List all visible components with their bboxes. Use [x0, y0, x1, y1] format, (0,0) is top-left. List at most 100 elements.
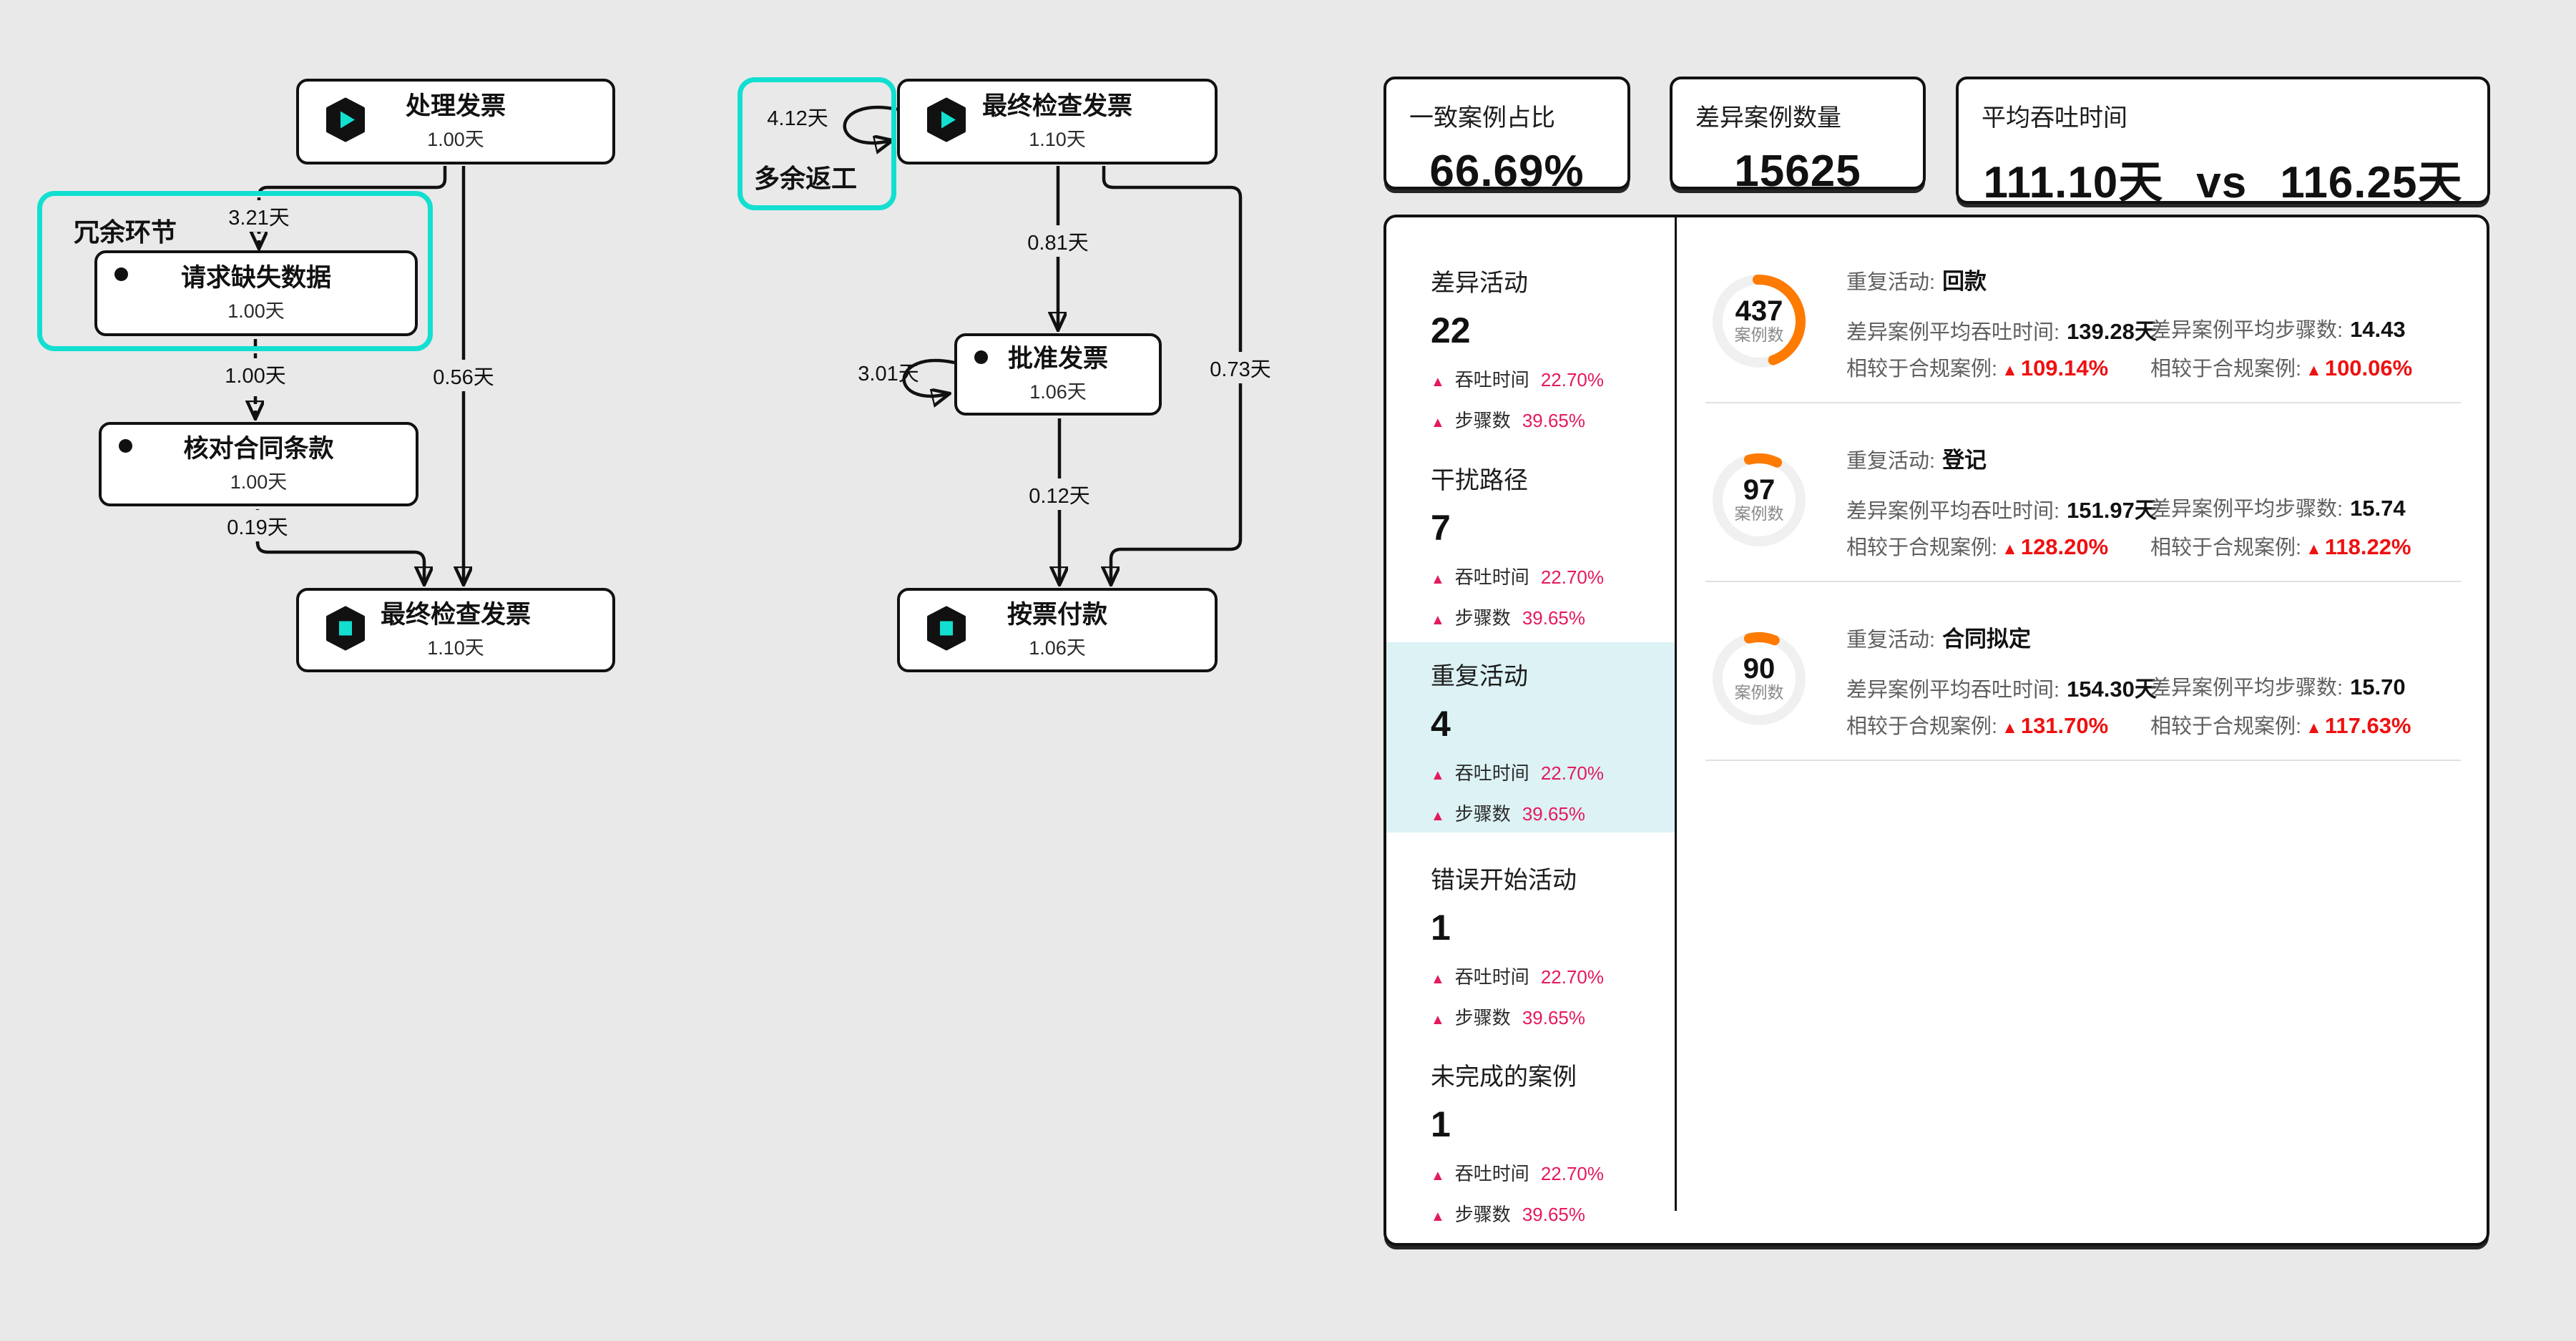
- metric-value: 39.65%: [1522, 410, 1585, 431]
- throughput-value: 151.97天: [2067, 498, 2157, 523]
- highlight-group-redundant-step[interactable]: 冗余环节: [37, 191, 433, 351]
- up-triangle-icon: ▲: [1431, 808, 1445, 824]
- compare-label: 相较于合规案例:: [2150, 536, 2302, 559]
- compare-value: 117.63%: [2324, 713, 2411, 738]
- compare-value: 131.70%: [2020, 713, 2109, 738]
- metric-name: 步骤数: [1454, 803, 1511, 825]
- up-triangle-icon: ▲: [2002, 718, 2018, 737]
- node-title: 核对合同条款: [183, 434, 334, 463]
- compare-label: 相较于合规案例:: [1846, 358, 1998, 380]
- node-final-check-invoice-1[interactable]: 最终检查发票 1.10天: [296, 588, 615, 672]
- metric-value: 39.65%: [1522, 607, 1585, 629]
- steps-value: 14.43: [2350, 317, 2406, 342]
- start-icon: [926, 97, 967, 146]
- highlight-group-extra-rework[interactable]: 多余返工: [738, 77, 896, 210]
- compare-label: 相较于合规案例:: [2150, 715, 2302, 738]
- up-triangle-icon: ▲: [1431, 612, 1445, 628]
- up-triangle-icon: ▲: [2306, 718, 2322, 737]
- activity-name: 合同拟定: [1942, 627, 2032, 652]
- node-check-contract-terms[interactable]: 核对合同条款 1.00天: [99, 422, 418, 506]
- edge-check-to-final-solid: [255, 541, 424, 582]
- case-count-donut: 90 案例数: [1705, 625, 1813, 732]
- activity-name: 回款: [1942, 269, 1987, 294]
- up-triangle-icon: ▲: [1431, 415, 1445, 431]
- up-triangle-icon: ▲: [1431, 374, 1445, 390]
- sidebar-item-value: 7: [1431, 508, 1451, 548]
- node-title: 请求缺失数据: [180, 263, 331, 292]
- deviation-card-huikuan[interactable]: 437 案例数 重复活动:回款 差异案例平均吞吐时间:139.28天 差异案例平…: [1677, 223, 2487, 402]
- node-duration: 1.00天: [227, 300, 285, 322]
- compare-label: 相较于合规案例:: [2150, 358, 2302, 380]
- node-duration: 1.00天: [230, 471, 288, 493]
- deviation-card-dengji[interactable]: 97 案例数 重复活动:登记 差异案例平均吞吐时间:151.97天 差异案例平均…: [1677, 402, 2487, 581]
- metric-value: 22.70%: [1540, 762, 1604, 784]
- deviation-cards-region: 437 案例数 重复活动: 回款 差异案例平均吞吐时间: 139.28天 差异案例平…: [1677, 217, 2487, 1243]
- up-triangle-icon: ▲: [1431, 971, 1445, 987]
- kpi-vs-text: vs: [2196, 158, 2248, 207]
- edge-label: 0.12天: [1023, 478, 1096, 510]
- node-pay-by-ticket[interactable]: 按票付款 1.06天: [897, 588, 1218, 672]
- metric-name: 步骤数: [1454, 1204, 1511, 1225]
- group-label: 冗余环节: [74, 217, 177, 247]
- node-process-invoice[interactable]: 处理发票 1.00天: [296, 79, 615, 164]
- kpi-label: 一致案例占比: [1409, 104, 1555, 132]
- metric-value: 22.70%: [1540, 566, 1604, 588]
- donut-count-label: 案例数: [1735, 683, 1784, 702]
- self-loop-label: 3.01天: [858, 363, 919, 385]
- activity-prefix: 重复活动:: [1846, 450, 1936, 473]
- up-triangle-icon: ▲: [2306, 360, 2322, 379]
- steps-value: 15.74: [2350, 496, 2406, 521]
- node-duration: 1.06天: [1029, 381, 1087, 403]
- kpi-value-left: 111.10天: [1983, 158, 2164, 207]
- metric-value: 39.65%: [1522, 1204, 1585, 1225]
- metric-name: 步骤数: [1454, 607, 1511, 629]
- kpi-deviating-cases: 差异案例数量 15625: [1670, 77, 1926, 196]
- activity-name: 登记: [1942, 448, 1987, 473]
- sidebar-item-label: 重复活动: [1431, 663, 1528, 690]
- panel-divider: [1675, 217, 1677, 1211]
- kpi-label: 平均吞吐时间: [1982, 104, 2127, 132]
- kpi-value: 66.69%: [1429, 147, 1585, 196]
- donut-count-label: 案例数: [1735, 504, 1784, 523]
- throughput-label: 差异案例平均吞吐时间:: [1846, 679, 2060, 702]
- edge-label: 1.00天: [219, 358, 292, 390]
- card-divider: [1705, 760, 2461, 761]
- up-triangle-icon: ▲: [1431, 571, 1445, 587]
- case-count-donut: 437 案例数: [1705, 267, 1813, 375]
- kpi-conformant-share: 一致案例占比 66.69%: [1384, 77, 1630, 196]
- case-count-donut: 97 案例数: [1705, 446, 1813, 554]
- donut-count-label: 案例数: [1735, 325, 1784, 344]
- node-title: 批准发票: [1007, 345, 1108, 373]
- node-title: 最终检查发票: [981, 92, 1132, 120]
- node-final-check-invoice-2[interactable]: 最终检查发票 1.10天: [897, 79, 1218, 164]
- deviation-card-hetongnidng[interactable]: 90 案例数 重复活动:合同拟定 差异案例平均吞吐时间:154.30天 差异案例…: [1677, 581, 2487, 760]
- steps-value: 15.70: [2350, 674, 2406, 699]
- kpi-label: 差异案例数量: [1695, 104, 1841, 132]
- deviation-dot-icon: [119, 439, 132, 453]
- throughput-value: 139.28天: [2067, 319, 2157, 344]
- up-triangle-icon: ▲: [1431, 1168, 1445, 1184]
- node-title: 按票付款: [1007, 600, 1107, 629]
- up-triangle-icon: ▲: [2306, 539, 2322, 558]
- node-approve-invoice[interactable]: 批准发票 1.06天: [954, 333, 1162, 416]
- sidebar-item-value: 4: [1431, 704, 1451, 744]
- deviation-dot-icon: [974, 350, 988, 364]
- metric-name: 步骤数: [1454, 410, 1511, 431]
- node-duration: 1.10天: [427, 637, 484, 659]
- up-triangle-icon: ▲: [2002, 539, 2018, 558]
- node-duration: 1.06天: [1029, 637, 1086, 659]
- sidebar-item-label: 错误开始活动: [1431, 867, 1577, 894]
- compare-value: 109.14%: [2020, 355, 2109, 380]
- metric-name: 吞吐时间: [1454, 966, 1529, 988]
- node-duration: 1.10天: [1029, 128, 1086, 150]
- steps-label: 差异案例平均步骤数:: [2150, 498, 2344, 521]
- node-request-missing-data[interactable]: 请求缺失数据 1.00天: [94, 250, 418, 336]
- metric-name: 步骤数: [1454, 1007, 1511, 1028]
- start-icon: [325, 97, 366, 146]
